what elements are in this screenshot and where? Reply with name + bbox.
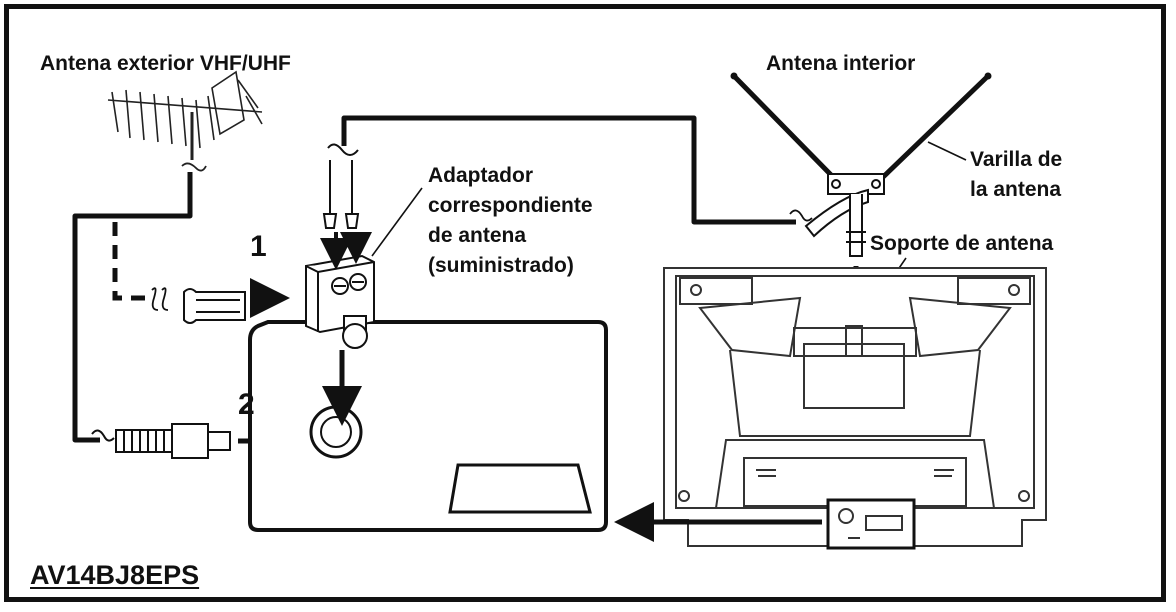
indoor-antenna-icon — [730, 72, 992, 257]
rod-pointer-line — [927, 141, 967, 161]
antenna-stand-label: Soporte de antena — [870, 232, 1054, 255]
cable-break-icon-2 — [789, 209, 813, 222]
panel-slot — [448, 463, 592, 514]
twin-lead-dashed-path — [112, 222, 150, 301]
indoor-antenna-label: Antena interior — [766, 52, 916, 75]
adapter-pointer-line — [371, 187, 423, 257]
antenna-rod-label-line2: la antena — [970, 178, 1062, 201]
model-code: AV14BJ8EPS — [30, 560, 200, 590]
step-1-number: 1 — [250, 230, 267, 263]
antenna-rod-label-line1: Varilla de — [970, 148, 1063, 171]
adapter-label-line3: de antena — [428, 224, 527, 247]
outdoor-antenna-label: Antena exterior VHF/UHF — [40, 52, 291, 75]
indoor-antenna-cable — [341, 115, 796, 225]
twin-lead-cable — [183, 288, 246, 324]
adapter-label-line2: correspondiente — [428, 194, 593, 217]
antenna-input-jack-icon — [309, 405, 363, 459]
outdoor-antenna-cable — [72, 172, 193, 443]
twin-lead-fork-icon — [322, 143, 360, 229]
adapter-label-line4: (suministrado) — [428, 254, 574, 277]
step-2-number: 2 — [238, 388, 255, 421]
cable-break-icon — [151, 287, 169, 311]
outdoor-antenna-icon — [107, 70, 263, 172]
coax-plug-icon — [91, 423, 231, 459]
tv-rear-icon — [663, 267, 1047, 550]
adapter-label-line1: Adaptador — [428, 164, 533, 187]
